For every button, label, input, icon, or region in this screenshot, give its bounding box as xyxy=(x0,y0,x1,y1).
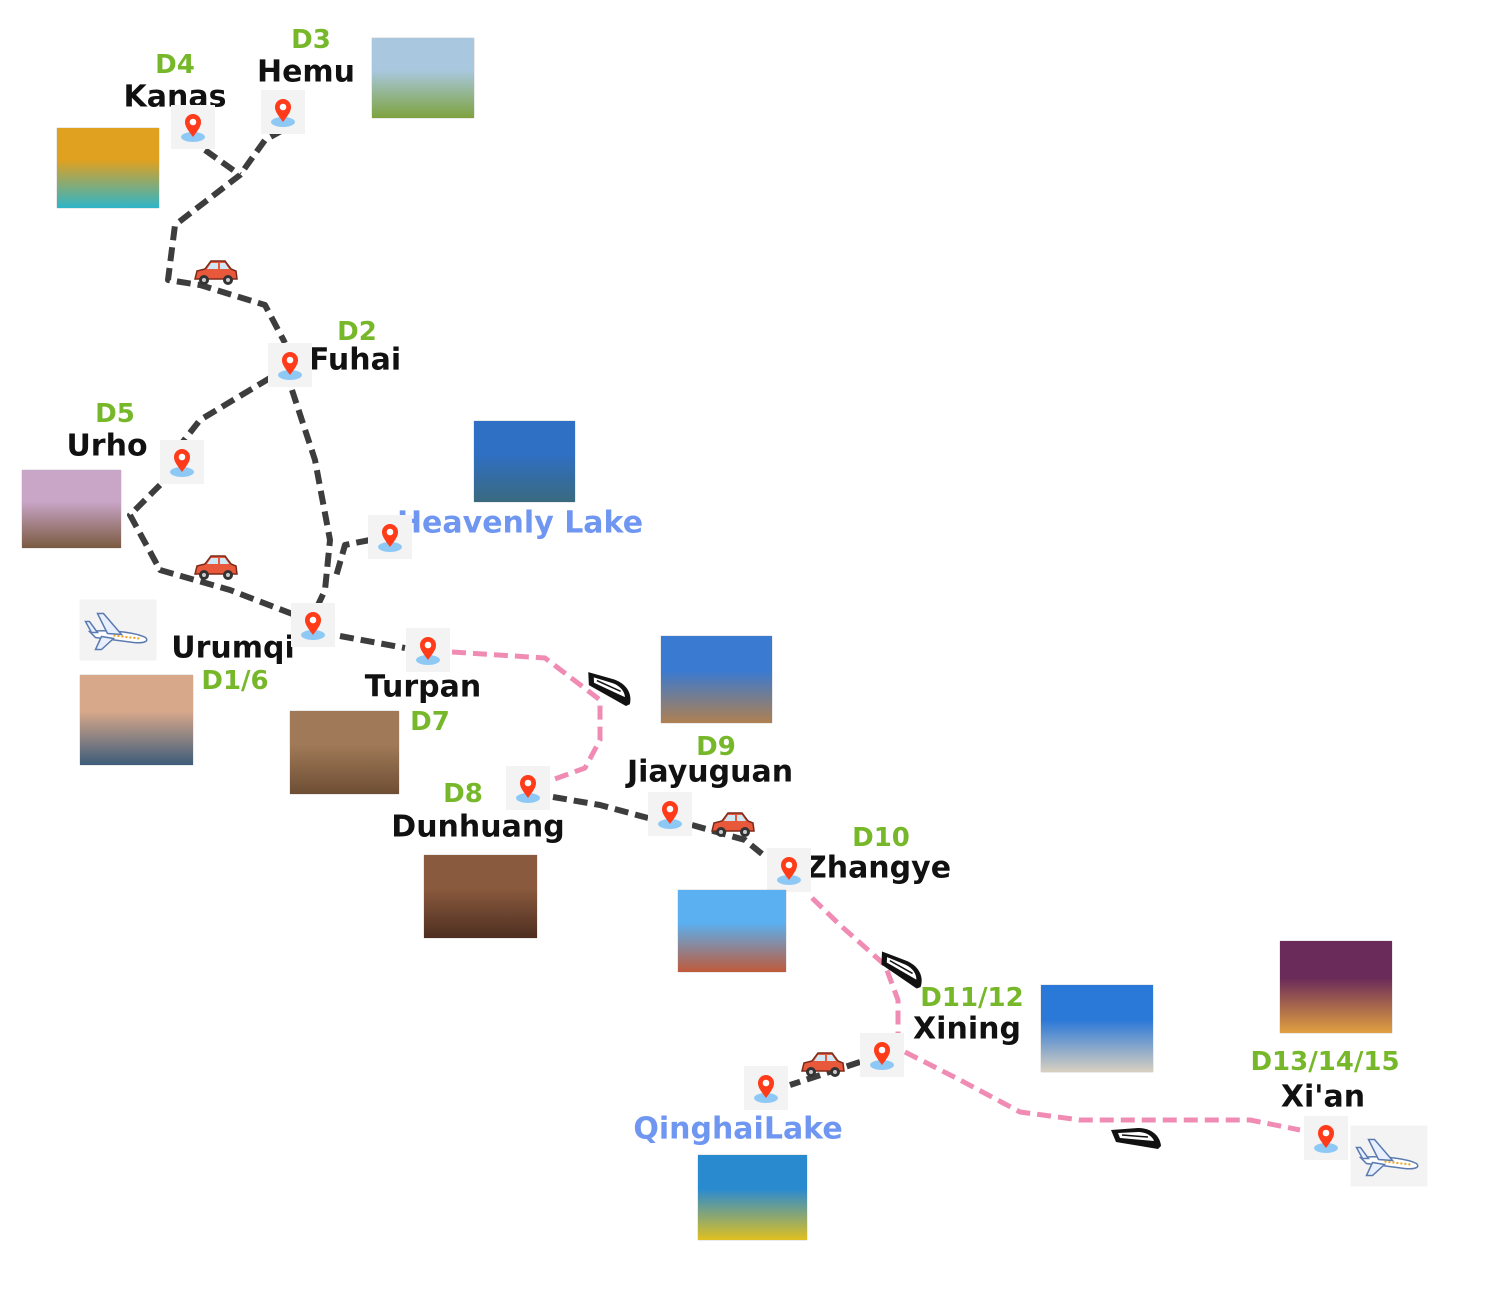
day-label-xining: D11/12 xyxy=(920,983,1024,1013)
photo-kanas xyxy=(57,128,159,208)
photo-qinghailake xyxy=(698,1155,807,1240)
road-route xyxy=(127,482,297,618)
photo-urho xyxy=(22,470,121,548)
car-icon xyxy=(191,257,239,293)
road-route xyxy=(203,147,242,178)
day-label-xi-an: D13/14/15 xyxy=(1250,1047,1400,1077)
day-label-jiayuguan: D9 xyxy=(696,732,736,762)
map-pin-icon[interactable] xyxy=(767,848,811,892)
day-label-urho: D5 xyxy=(95,399,135,429)
map-pin-icon[interactable] xyxy=(506,766,550,810)
map-pin-icon[interactable] xyxy=(261,90,305,134)
map-pin-icon[interactable] xyxy=(860,1033,904,1077)
stop-name-urumqi: Urumqi xyxy=(171,630,295,666)
map-pin-icon[interactable] xyxy=(160,440,204,484)
road-route xyxy=(339,633,406,651)
airplane-icon xyxy=(1350,1125,1428,1187)
road-route xyxy=(789,1059,861,1088)
photo-turpan xyxy=(290,711,399,794)
map-pin-icon[interactable] xyxy=(406,628,450,672)
stop-name-jiayuguan: Jiayuguan xyxy=(626,754,794,790)
stop-name-fuhai: Fuhai xyxy=(308,342,402,378)
airplane-icon xyxy=(79,599,157,661)
stop-name-qinghailake: QinghaiLake xyxy=(633,1111,843,1147)
day-label-hemu: D3 xyxy=(291,25,331,55)
day-label-zhangye: D10 xyxy=(852,823,910,853)
map-pin-icon[interactable] xyxy=(744,1066,788,1110)
stop-name-dunhuang: Dunhuang xyxy=(391,809,565,845)
photo-zhangye xyxy=(678,890,786,972)
car-icon xyxy=(798,1049,846,1085)
photo-hemu xyxy=(372,38,474,118)
map-pin-icon[interactable] xyxy=(648,792,692,836)
day-label-urumqi: D1/6 xyxy=(201,666,269,696)
photo-urumqi xyxy=(80,675,193,765)
stop-name-xi-an: Xi'an xyxy=(1280,1079,1366,1115)
day-label-fuhai: D2 xyxy=(337,317,377,347)
rail-route xyxy=(810,896,901,1040)
map-pin-icon[interactable] xyxy=(291,603,335,647)
photo-xining xyxy=(1041,985,1153,1072)
stop-name-turpan: Turpan xyxy=(364,669,482,705)
car-icon xyxy=(708,809,756,845)
car-icon xyxy=(191,552,239,588)
day-label-dunhuang: D8 xyxy=(443,779,483,809)
map-pin-icon[interactable] xyxy=(268,343,312,387)
map-pin-icon[interactable] xyxy=(1304,1116,1348,1160)
photo-dunhuang xyxy=(424,855,537,938)
rail-route xyxy=(903,1049,1301,1133)
photo-xi-an xyxy=(1280,941,1392,1033)
photo-heavenly-lake xyxy=(474,421,575,502)
stop-name-urho: Urho xyxy=(66,428,148,464)
road-route xyxy=(552,794,649,821)
photo-jiayuguan xyxy=(661,636,772,723)
road-route xyxy=(332,537,371,581)
train-icon xyxy=(575,664,641,719)
map-pin-icon[interactable] xyxy=(368,515,412,559)
road-route xyxy=(175,375,272,450)
road-route xyxy=(289,389,333,607)
stop-name-xining: Xining xyxy=(913,1011,1021,1047)
day-label-kanas: D4 xyxy=(155,50,195,80)
rail-route xyxy=(451,649,603,783)
train-icon xyxy=(867,943,934,1001)
train-icon xyxy=(1108,1122,1164,1160)
map-pin-icon[interactable] xyxy=(171,105,215,149)
road-route xyxy=(691,822,769,861)
stop-name-hemu: Hemu xyxy=(256,54,356,90)
stop-name-zhangye: Zhangye xyxy=(804,850,952,886)
day-label-turpan: D7 xyxy=(410,707,450,737)
road-route xyxy=(165,127,288,345)
stop-name-heavenly-lake: Heavenly Lake xyxy=(396,505,644,541)
